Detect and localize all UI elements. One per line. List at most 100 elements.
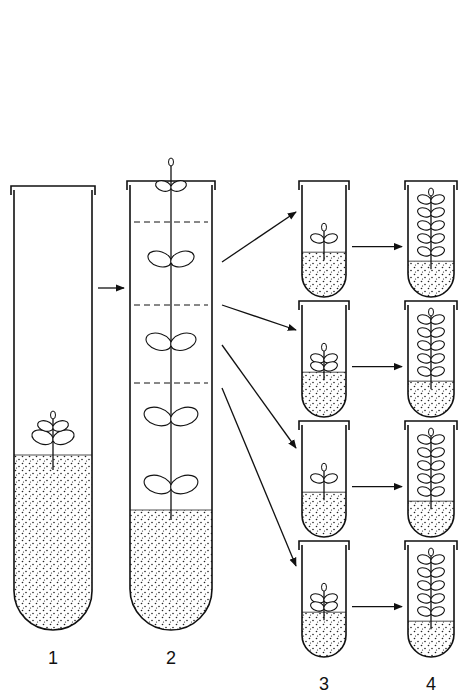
leaf bbox=[416, 352, 432, 365]
bud bbox=[429, 308, 434, 316]
leaf bbox=[430, 566, 446, 579]
test-tube bbox=[408, 425, 454, 537]
leaf bbox=[430, 232, 446, 245]
leaf bbox=[323, 232, 339, 245]
leaf bbox=[416, 326, 432, 339]
test-tube bbox=[408, 185, 454, 297]
leaf bbox=[416, 245, 432, 258]
leaf bbox=[309, 232, 325, 245]
bud bbox=[322, 223, 327, 231]
leaf bbox=[416, 232, 432, 245]
bud bbox=[322, 463, 327, 471]
bud bbox=[322, 583, 327, 591]
arrow bbox=[222, 212, 296, 262]
bud bbox=[429, 188, 434, 196]
leaf bbox=[416, 446, 432, 459]
leaf bbox=[36, 419, 54, 433]
figure-number: 3 bbox=[319, 675, 329, 693]
leaf bbox=[430, 446, 446, 459]
leaf bbox=[416, 579, 432, 592]
tube-cap bbox=[299, 421, 349, 430]
test-tube bbox=[408, 545, 454, 657]
leaf bbox=[168, 404, 200, 429]
leaf bbox=[309, 360, 325, 373]
test-tube bbox=[14, 190, 92, 630]
leaf bbox=[430, 326, 446, 339]
arrow bbox=[352, 366, 402, 367]
bud bbox=[322, 343, 327, 351]
leaf bbox=[430, 245, 446, 258]
leaf bbox=[169, 248, 196, 270]
leaf bbox=[416, 472, 432, 485]
leaf bbox=[323, 360, 339, 373]
leaf bbox=[416, 206, 432, 219]
test-tube bbox=[408, 305, 454, 417]
test-tube bbox=[302, 545, 346, 657]
test-tube bbox=[302, 305, 346, 417]
figure-number: 4 bbox=[426, 675, 436, 693]
leaf bbox=[430, 339, 446, 352]
test-tube bbox=[302, 425, 346, 537]
leaf bbox=[430, 219, 446, 232]
figure-number: 2 bbox=[166, 649, 176, 667]
leaf bbox=[416, 339, 432, 352]
leaf bbox=[309, 600, 325, 613]
leaf bbox=[430, 459, 446, 472]
arrow bbox=[352, 486, 402, 487]
bud bbox=[429, 428, 434, 436]
leaf bbox=[430, 352, 446, 365]
leaf bbox=[416, 219, 432, 232]
leaf bbox=[169, 179, 187, 193]
leaf bbox=[416, 592, 432, 605]
stem bbox=[430, 555, 431, 629]
leaf bbox=[146, 248, 173, 270]
tube-cap bbox=[299, 541, 349, 550]
stem bbox=[430, 195, 431, 269]
stem bbox=[430, 435, 431, 509]
stem bbox=[323, 230, 324, 260]
cut-line bbox=[134, 222, 208, 223]
leaf bbox=[430, 485, 446, 498]
culture-medium bbox=[14, 455, 92, 630]
arrow bbox=[222, 388, 296, 566]
leaf bbox=[144, 330, 174, 353]
leaf bbox=[168, 472, 200, 497]
leaf bbox=[430, 579, 446, 592]
leaf bbox=[323, 600, 339, 613]
cut-line bbox=[134, 305, 208, 306]
tube-cap bbox=[299, 181, 349, 190]
stem bbox=[430, 315, 431, 389]
arrow bbox=[222, 305, 296, 330]
leaf bbox=[51, 419, 69, 433]
leaf bbox=[142, 472, 174, 497]
leaf bbox=[416, 485, 432, 498]
tube-cap bbox=[299, 301, 349, 310]
leaf bbox=[430, 472, 446, 485]
bud bbox=[51, 411, 56, 419]
leaf bbox=[416, 365, 432, 378]
leaf bbox=[430, 592, 446, 605]
leaf bbox=[430, 206, 446, 219]
leaf bbox=[142, 404, 174, 429]
tube-cap bbox=[11, 186, 95, 195]
bud bbox=[429, 548, 434, 556]
leaf bbox=[430, 605, 446, 618]
leaf bbox=[323, 472, 339, 485]
leaf bbox=[416, 459, 432, 472]
leaf bbox=[416, 566, 432, 579]
figure-number: 1 bbox=[48, 649, 58, 667]
arrow bbox=[352, 246, 402, 247]
leaf bbox=[430, 365, 446, 378]
arrow bbox=[352, 606, 402, 607]
leaf bbox=[154, 179, 172, 193]
leaf bbox=[309, 472, 325, 485]
culture-medium bbox=[130, 510, 212, 630]
stem bbox=[323, 470, 324, 500]
cut-line bbox=[134, 383, 208, 384]
bud bbox=[169, 158, 174, 166]
test-tube bbox=[302, 185, 346, 297]
leaf bbox=[416, 605, 432, 618]
arrow bbox=[98, 287, 124, 288]
